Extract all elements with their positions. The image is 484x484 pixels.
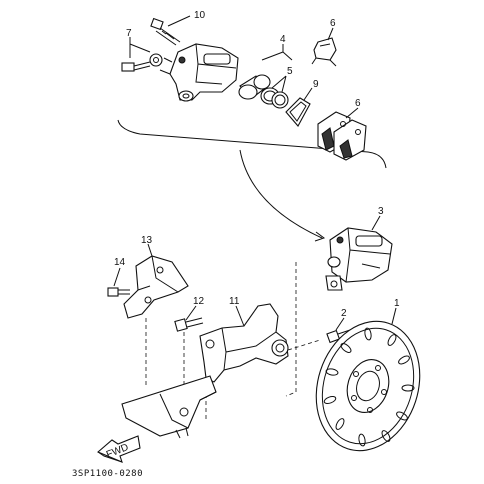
swingarm-stub — [121, 375, 217, 439]
callout-9: 9 — [313, 79, 319, 90]
group-bracket — [117, 119, 387, 169]
callout-1: 1 — [394, 298, 400, 309]
assembly-arrowhead — [314, 231, 326, 242]
bleed-bolt-10 — [150, 17, 181, 46]
dash-line-e — [287, 339, 321, 351]
pad-shim-9 — [285, 97, 311, 127]
leader-11 — [235, 305, 245, 327]
callout-4: 4 — [280, 34, 286, 45]
leader-12 — [185, 305, 197, 321]
leader-13 — [147, 243, 153, 257]
bolt-14 — [107, 287, 130, 297]
drawing-code: 3SP1100-0280 — [72, 469, 143, 479]
callout-12: 12 — [193, 296, 205, 307]
bolt-2 — [326, 329, 352, 344]
dash-line-d — [285, 262, 297, 397]
brake-disc-1 — [315, 320, 421, 452]
callout-13: 13 — [141, 235, 153, 246]
bolt-12 — [174, 317, 204, 332]
caliper-body-top — [159, 43, 239, 102]
callout-5: 5 — [287, 66, 293, 77]
callout-6-upper: 6 — [330, 18, 336, 29]
caliper-bracket-11 — [199, 303, 289, 383]
callout-7: 7 — [126, 28, 132, 39]
leader-7 — [129, 37, 151, 58]
leader-3 — [371, 215, 381, 231]
callout-10: 10 — [194, 10, 206, 21]
piston-4 — [238, 74, 271, 100]
leader-4 — [261, 44, 293, 61]
leader-6-upper — [327, 27, 334, 41]
callout-3: 3 — [378, 206, 384, 217]
caliper-assembly-3 — [325, 227, 393, 291]
leader-14 — [113, 267, 121, 287]
piston-seals-5 — [260, 87, 289, 109]
caliper-guard-13 — [123, 255, 189, 319]
leader-6-lower — [345, 107, 359, 119]
leader-1 — [391, 307, 397, 325]
leader-10 — [167, 15, 191, 27]
assembly-arrow — [239, 149, 323, 239]
pad-pin-7 — [121, 53, 163, 72]
callout-6-lower: 6 — [355, 98, 361, 109]
callout-14: 14 — [114, 257, 126, 268]
leader-5 — [271, 75, 287, 93]
fwd-arrow-icon — [96, 435, 141, 463]
leader-2 — [335, 317, 345, 331]
brake-pads-6-lower — [317, 111, 367, 161]
callout-2: 2 — [341, 308, 347, 319]
leader-9 — [303, 87, 313, 101]
pad-support-6-upper — [311, 37, 337, 67]
callout-11: 11 — [229, 296, 240, 307]
